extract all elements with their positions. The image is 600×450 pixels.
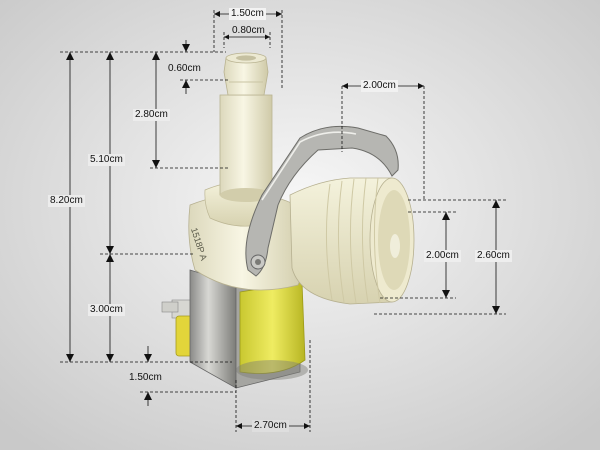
- label-inlet-thread-diameter: 2.00cm: [424, 250, 461, 262]
- label-lower-body-height: 3.00cm: [88, 304, 125, 316]
- label-inlet-length: 2.00cm: [361, 80, 398, 92]
- label-inlet-outer-diameter: 2.60cm: [475, 250, 512, 262]
- label-coil-width: 2.70cm: [252, 420, 289, 432]
- label-upper-body-height: 5.10cm: [88, 154, 125, 166]
- solenoid-coil: [236, 281, 308, 380]
- dimension-arrows: [66, 11, 500, 429]
- dimension-lines: [60, 10, 506, 432]
- label-coil-offset: 1.50cm: [129, 372, 162, 383]
- label-outlet-length: 2.80cm: [133, 109, 170, 121]
- label-total-height: 8.20cm: [48, 195, 85, 207]
- label-outlet-inner-diameter: 0.80cm: [232, 25, 265, 36]
- mounting-bracket: [245, 125, 399, 277]
- outlet-tube: [219, 52, 273, 202]
- inlet-fitting: [289, 177, 415, 305]
- label-outlet-rim: 0.60cm: [168, 63, 201, 74]
- label-outlet-outer-diameter: 1.50cm: [229, 8, 266, 20]
